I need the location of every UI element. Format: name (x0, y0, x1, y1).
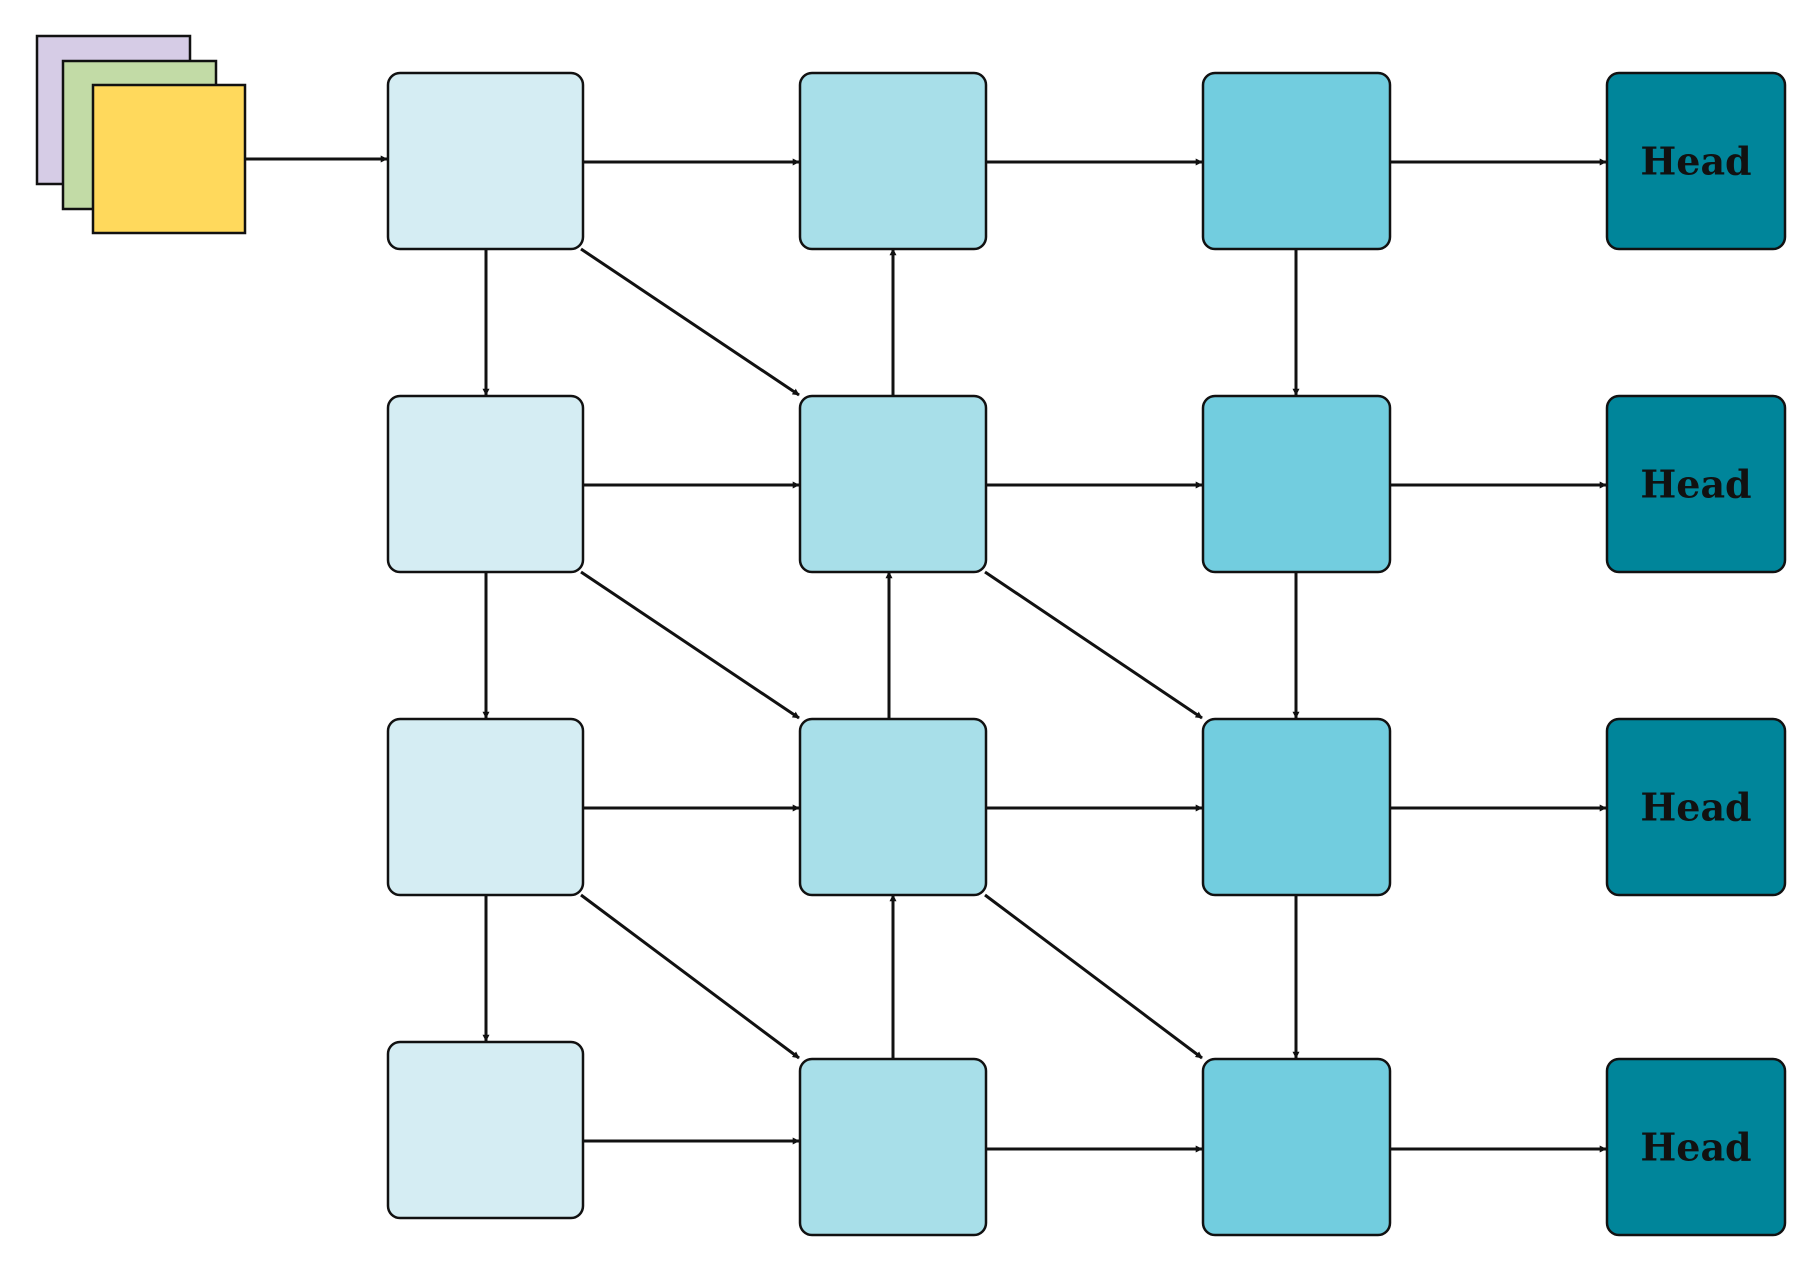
node-c1r3 (386, 717, 585, 897)
node-c2r2 (798, 394, 988, 574)
node-c2r4 (798, 1057, 988, 1237)
node-c3r3 (1201, 717, 1392, 897)
head-box (1605, 394, 1787, 574)
edge-c1r3-to-c2r4-diagonal (580, 893, 800, 1060)
heads: Head Head Head Head (1605, 71, 1787, 1237)
node-c1r1 (386, 71, 585, 251)
node-c3r4 (1201, 1057, 1392, 1237)
head-label: Head (1640, 785, 1751, 830)
head-2: Head (1605, 394, 1787, 574)
column-2 (798, 71, 988, 1237)
node-c2r1 (798, 71, 988, 251)
edges (245, 155, 1607, 1153)
node-c1r4 (386, 1040, 585, 1220)
node-c3r2 (1201, 394, 1392, 574)
node-c3r1 (1201, 71, 1392, 251)
head-label: Head (1640, 139, 1751, 184)
head-1: Head (1605, 71, 1787, 251)
edge-c2r3-to-c3r4-diagonal (984, 893, 1203, 1060)
head-label: Head (1640, 1125, 1751, 1170)
column-1 (386, 71, 585, 1220)
input-stack (35, 34, 247, 235)
node-c1r2 (386, 394, 585, 574)
head-4: Head (1605, 1057, 1787, 1237)
column-3 (1201, 71, 1392, 1237)
head-label: Head (1640, 462, 1751, 507)
node-c2r3 (798, 717, 988, 897)
head-box (1605, 717, 1787, 897)
head-box (1605, 71, 1787, 251)
edge-c2r2-to-c3r3-diagonal (984, 570, 1203, 720)
edge-c1r2-to-c2r3-diagonal (580, 570, 800, 720)
edge-c1r1-to-c2r2-diagonal (580, 247, 800, 397)
input-layer-front (91, 83, 247, 235)
head-box (1605, 1057, 1787, 1237)
head-3: Head (1605, 717, 1787, 897)
